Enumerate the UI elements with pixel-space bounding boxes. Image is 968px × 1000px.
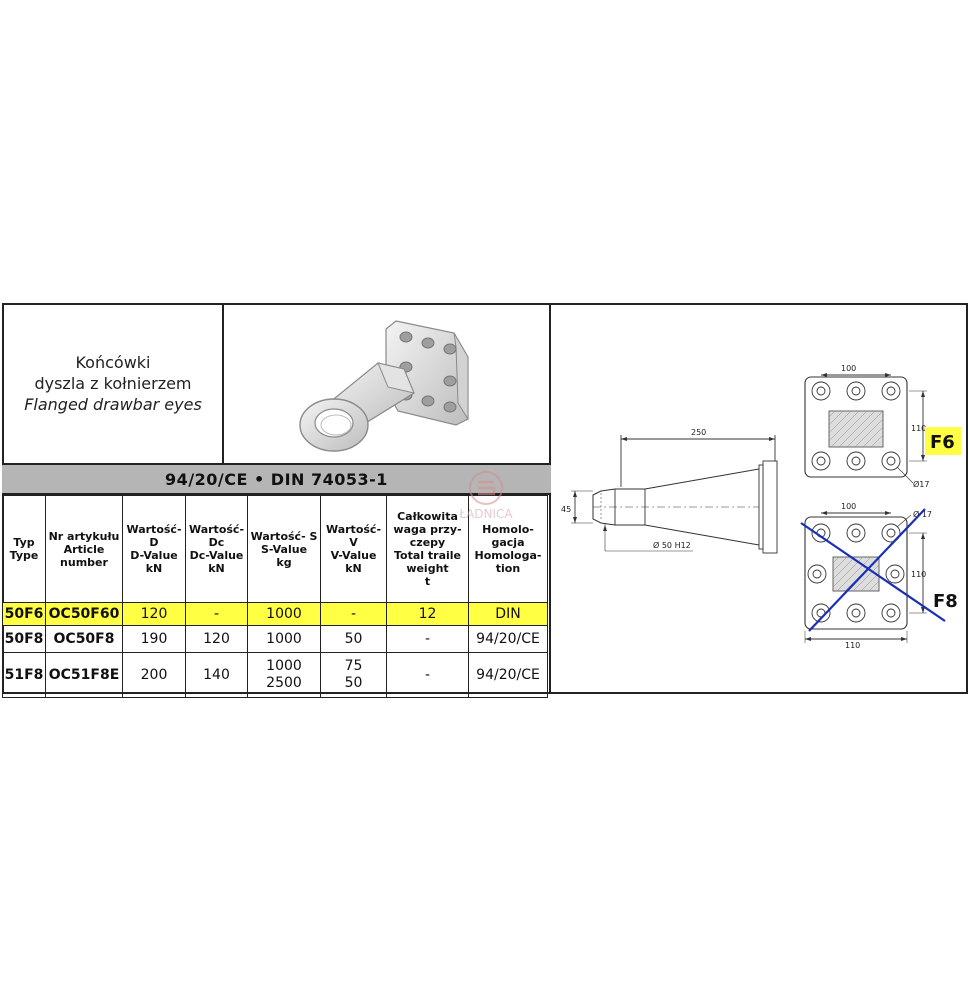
- f6-hole-text: Ø17: [913, 479, 929, 489]
- dim-length-text: 250: [691, 428, 706, 437]
- cell-article: OC50F8: [45, 625, 123, 653]
- dim-height-text: 45: [561, 505, 571, 514]
- technical-drawing: 250 45 Ø 50 H12 100: [561, 364, 961, 650]
- cell-weight: -: [386, 652, 469, 698]
- cell-dc: 140: [185, 652, 248, 698]
- title-line-3: Flanged drawbar eyes: [24, 394, 202, 414]
- cross-out-line-1: [800, 522, 946, 622]
- cell-type: 50F8: [2, 625, 46, 653]
- f6-label-highlight: [925, 427, 961, 455]
- f6-width-text: 100: [841, 364, 856, 373]
- label-f6: F6: [930, 432, 955, 453]
- divider-table-drawing: [549, 303, 551, 694]
- cell-homologation: DIN: [468, 602, 548, 626]
- spec-sheet: Końcówki dyszla z kołnierzem Flanged dra…: [2, 303, 968, 698]
- cell-s: 1000: [247, 625, 321, 653]
- dim-bore-text: Ø 50 H12: [653, 540, 691, 550]
- f8-width-text: 100: [841, 502, 856, 511]
- cell-weight: 12: [386, 602, 469, 626]
- cell-v: 50: [320, 625, 387, 653]
- f8-bottom-text: 110: [845, 641, 860, 650]
- cell-type: 50F6: [2, 602, 46, 626]
- cell-weight: -: [386, 625, 469, 653]
- cell-v: -: [320, 602, 387, 626]
- cell-s: 1000: [247, 602, 321, 626]
- title-line-1: Końcówki: [75, 352, 151, 372]
- cell-article: OC51F8E: [45, 652, 123, 698]
- product-title: Końcówki dyszla z kołnierzem Flanged dra…: [2, 303, 224, 463]
- table-row: 50F8 OC50F8 190 120 1000 50 - 94/20/CE: [2, 625, 548, 653]
- f8-height-text: 110: [911, 570, 926, 579]
- standard-band: 94/20/CE • DIN 74053-1: [2, 463, 551, 495]
- cross-out-line-2: [808, 508, 926, 632]
- title-line-2: dyszla z kołnierzem: [34, 373, 192, 393]
- cell-type: 51F8: [2, 652, 46, 698]
- cell-homologation: 94/20/CE: [468, 652, 548, 698]
- cell-homologation: 94/20/CE: [468, 625, 548, 653]
- cell-dc: -: [185, 602, 248, 626]
- drawbar-eye-image: [299, 320, 469, 452]
- f8-hole-text: Ø 17: [913, 509, 932, 519]
- label-f8: F8: [933, 591, 958, 612]
- cell-d: 200: [122, 652, 186, 698]
- f6-height-text: 110: [911, 424, 926, 433]
- divider-title-image: [222, 303, 224, 463]
- cell-dc: 120: [185, 625, 248, 653]
- cell-d: 120: [122, 602, 186, 626]
- cell-d: 190: [122, 625, 186, 653]
- standard-text: 94/20/CE • DIN 74053-1: [165, 469, 388, 489]
- table-row: 50F6 OC50F60 120 - 1000 - 12 DIN: [2, 602, 548, 626]
- cell-article: OC50F60: [45, 602, 123, 626]
